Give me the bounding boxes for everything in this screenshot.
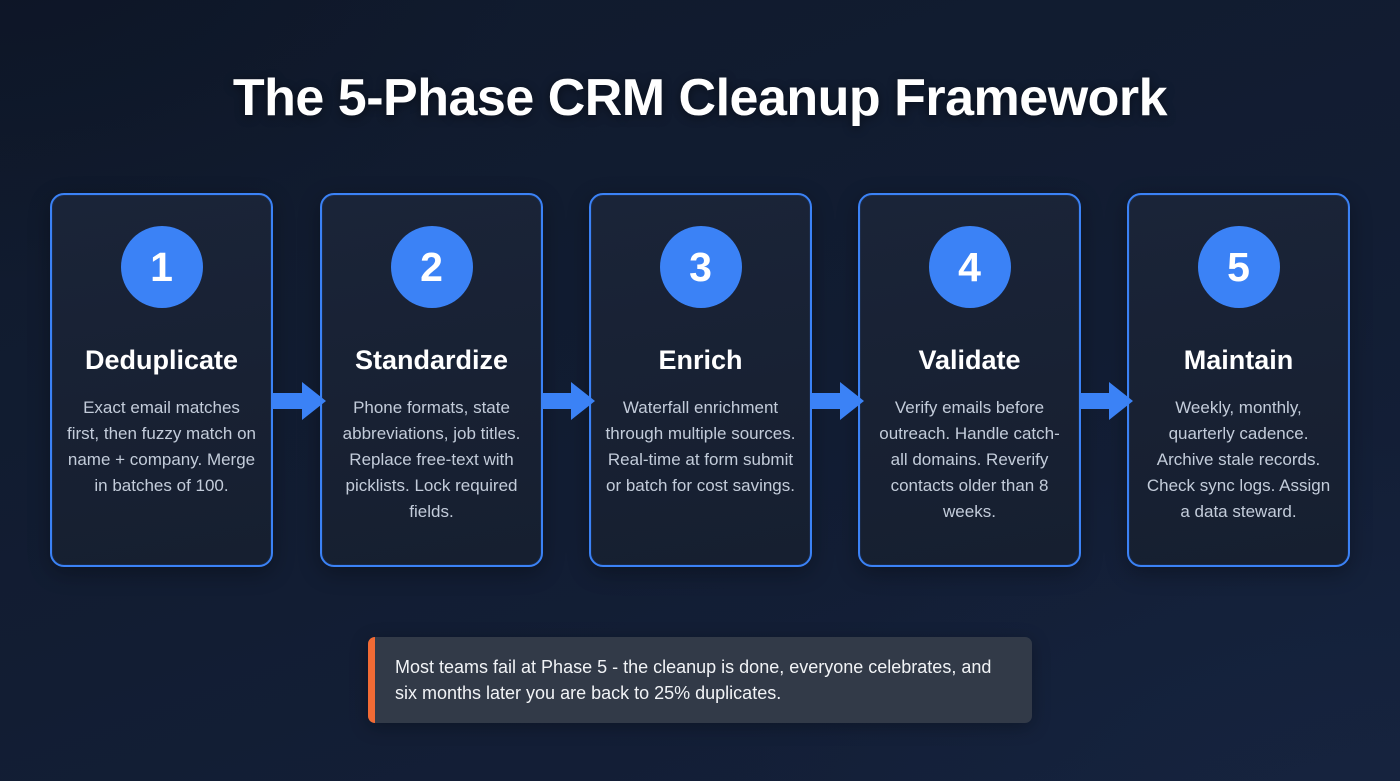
phase-number: 5 bbox=[1227, 243, 1250, 290]
phase-title: Validate bbox=[918, 345, 1021, 375]
phase-card-1[interactable]: 1 Deduplicate Exact email matches first,… bbox=[50, 193, 273, 567]
callout-accent-bar bbox=[368, 637, 375, 723]
phase-description: Weekly, monthly, quarterly cadence. Arch… bbox=[1146, 397, 1331, 521]
phase-title: Deduplicate bbox=[84, 345, 239, 375]
phase-card-2[interactable]: 2 Standardize Phone formats, state abbre… bbox=[320, 193, 543, 567]
phase-list: 1 Deduplicate Exact email matches first,… bbox=[50, 193, 1350, 567]
phase-number-badge: 3 bbox=[659, 226, 742, 308]
phase-title: Maintain bbox=[1183, 345, 1294, 375]
phase-number: 4 bbox=[958, 243, 981, 290]
phase-number-badge: 1 bbox=[120, 226, 203, 308]
phase-description: Phone formats, state abbreviations, job … bbox=[342, 397, 521, 521]
arrow-right-icon bbox=[541, 382, 595, 420]
phase-title: Standardize bbox=[354, 345, 509, 375]
phase-number: 3 bbox=[689, 243, 712, 290]
arrow-right-icon bbox=[810, 382, 864, 420]
phase-title: Enrich bbox=[658, 345, 743, 375]
phase-card-3[interactable]: 3 Enrich Waterfall enrichment through mu… bbox=[589, 193, 812, 567]
page-title: The 5-Phase CRM Cleanup Framework bbox=[232, 69, 1168, 127]
phase-number-badge: 5 bbox=[1197, 226, 1280, 308]
callout-text: Most teams fail at Phase 5 - the cleanup… bbox=[395, 657, 992, 703]
phase-card-4[interactable]: 4 Validate Verify emails before outreach… bbox=[858, 193, 1081, 567]
arrow-right-icon bbox=[272, 382, 326, 420]
phase-number: 1 bbox=[150, 243, 173, 290]
phase-number: 2 bbox=[420, 243, 443, 290]
phase-number-badge: 2 bbox=[390, 226, 473, 308]
phase-description: Waterfall enrichment through multiple so… bbox=[605, 397, 796, 495]
callout-box: Most teams fail at Phase 5 - the cleanup… bbox=[368, 637, 1032, 723]
phase-card-5[interactable]: 5 Maintain Weekly, monthly, quarterly ca… bbox=[1127, 193, 1350, 567]
phase-description: Exact email matches first, then fuzzy ma… bbox=[67, 397, 256, 495]
phase-number-badge: 4 bbox=[928, 226, 1011, 308]
phase-description: Verify emails before outreach. Handle ca… bbox=[879, 397, 1060, 521]
arrow-right-icon bbox=[1079, 382, 1133, 420]
